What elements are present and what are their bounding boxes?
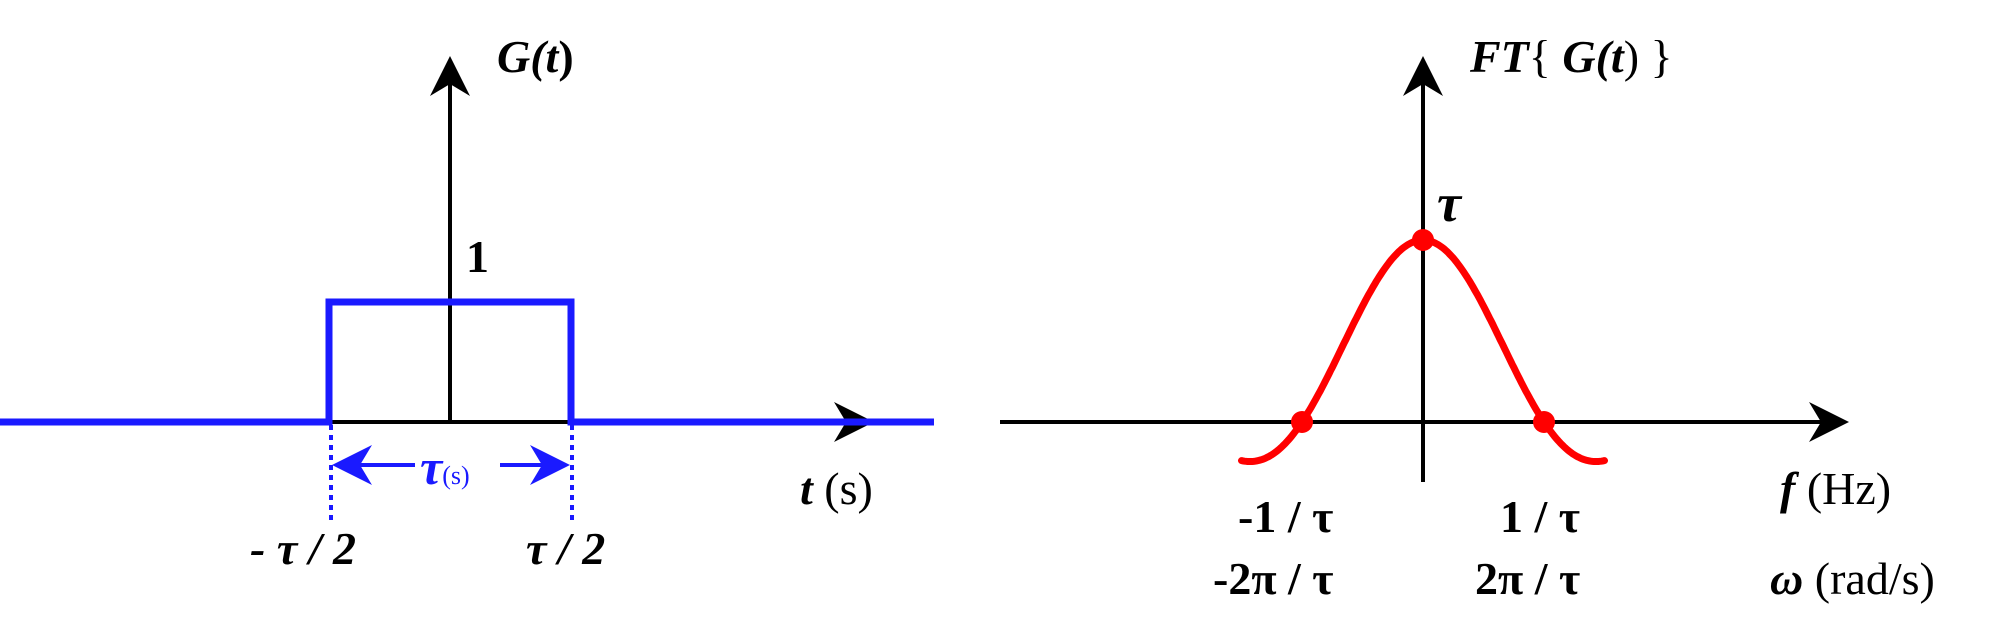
rect-pulse-curve	[0, 298, 934, 426]
left-y-label-var: t	[545, 31, 559, 82]
tick-label-pos-half-tau: τ / 2	[526, 523, 606, 574]
tick-label-neg-half-tau: - τ / 2	[250, 523, 357, 574]
left-y-label-suffix: )	[558, 31, 574, 82]
pulse-width-unit: (s)	[442, 461, 470, 490]
tick-label-neg-one-over-tau: -1 / τ	[1238, 491, 1334, 542]
tick-label-pos-two-pi-over-tau: 2π / τ	[1475, 553, 1581, 604]
right-y-label-g: G(	[1562, 31, 1611, 82]
right-panel	[1000, 56, 1849, 482]
right-x-label-f-var: f	[1780, 463, 1796, 514]
zero-point-neg	[1291, 411, 1313, 433]
left-y-label-prefix: G(	[497, 31, 546, 82]
pulse-width-label: τ(s)	[420, 438, 470, 496]
right-y-label-open: {	[1528, 31, 1563, 82]
left-x-label-var: t	[800, 463, 813, 514]
left-x-axis-label: t (s)	[800, 462, 873, 515]
right-y-label-var: t	[1610, 31, 1624, 82]
right-x-label-f-unit: (Hz)	[1806, 463, 1892, 514]
tick-label-neg-two-pi-over-tau: -2π / τ	[1213, 553, 1334, 604]
pulse-height-label: 1	[466, 231, 489, 282]
peak-point	[1412, 229, 1434, 251]
left-panel	[0, 56, 934, 520]
pulse-width-symbol: τ	[420, 439, 443, 495]
right-y-label-prefix: FT	[1470, 31, 1529, 82]
right-x-axis-label-omega: ω (rad/s)	[1770, 552, 1935, 605]
left-x-label-unit: (s)	[824, 463, 873, 514]
right-x-label-w-var: ω	[1770, 553, 1804, 604]
right-x-axis-label-f: f (Hz)	[1780, 462, 1891, 515]
peak-value-label: τ	[1437, 173, 1461, 233]
right-y-axis-label: FT{ G(t) }	[1470, 30, 1673, 83]
left-y-axis-label: G(t)	[497, 30, 574, 83]
zero-point-pos	[1533, 411, 1555, 433]
right-y-label-close: ) }	[1623, 31, 1673, 82]
right-x-label-w-unit: (rad/s)	[1814, 553, 1935, 604]
tick-label-pos-one-over-tau: 1 / τ	[1500, 491, 1580, 542]
